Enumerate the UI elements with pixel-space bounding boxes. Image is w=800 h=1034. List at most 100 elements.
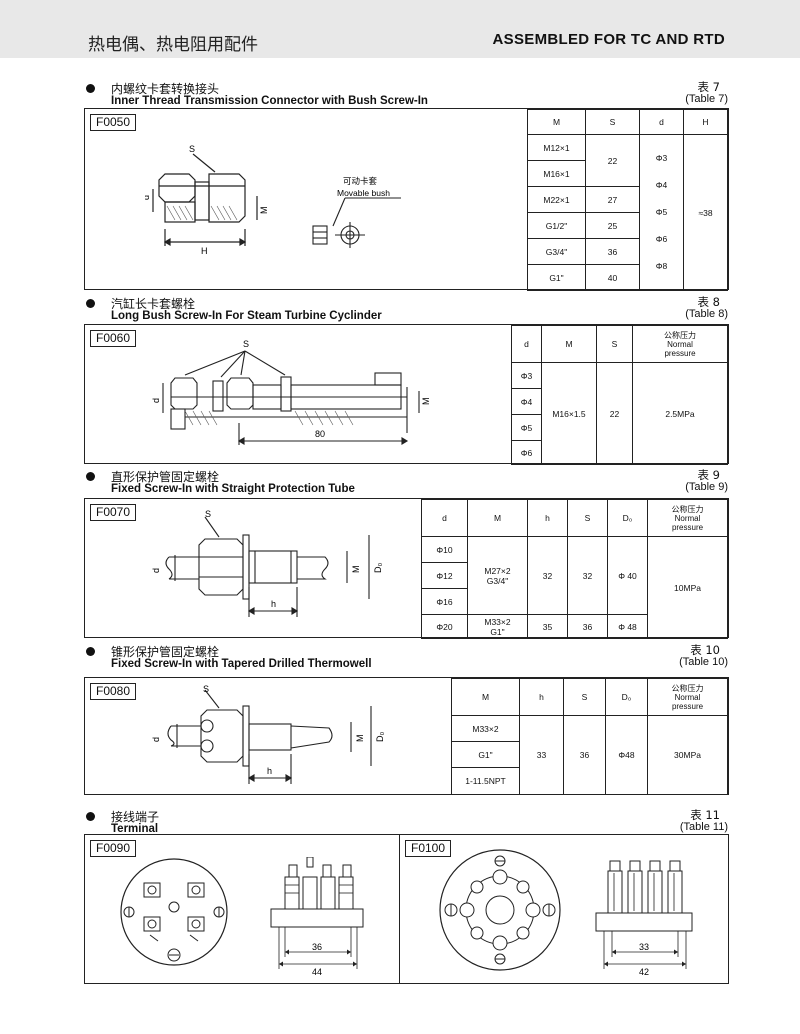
section-en-title: Fixed Screw-In with Straight Protection …: [111, 483, 355, 495]
dim-label-s: S: [203, 684, 209, 694]
straight-tube-drawing: S d M D₀ h: [151, 509, 383, 617]
spec-table-10: M h S D₀ 公称压力 Normal pressure M33×2 33 3…: [451, 678, 728, 795]
product-code: F0080: [90, 683, 137, 700]
table-cell: 30MPa: [647, 715, 728, 795]
spec-table-7: M S d H M12×1 22 Φ3 Φ4 Φ5 Φ6 Φ8 ≈38 M16×…: [527, 109, 728, 291]
table-cell: G1": [527, 264, 586, 291]
table-cell: 36: [585, 238, 640, 265]
table-number-en: (Table 10): [679, 656, 728, 668]
col-header: D₀: [605, 678, 648, 716]
header-en-title: ASSEMBLED FOR TC AND RTD: [492, 31, 725, 48]
col-header-pressure: 公称压力 Normal pressure: [647, 678, 728, 716]
table-cell: 36: [563, 715, 606, 795]
movable-bush-en: Movable bush: [337, 188, 390, 198]
dim-label-m: M: [355, 735, 365, 743]
table-cell: 1-11.5NPT: [451, 767, 520, 795]
table-cell: Φ 48: [607, 614, 648, 639]
section-cn-title: 内螺纹卡套转换接头: [111, 82, 220, 96]
col-header: h: [527, 499, 568, 537]
table-cell: 35: [527, 614, 568, 639]
table-cell: M33×2 G1": [467, 614, 528, 639]
col-header: M: [451, 678, 520, 716]
col-header: d: [639, 109, 684, 135]
table-cell: G1": [451, 741, 520, 768]
section-cn-title: 锥形保护管固定螺栓: [111, 645, 220, 659]
product-box-f0060: F0060: [84, 324, 729, 465]
table-cell: G3/4": [527, 238, 586, 265]
table-number-cn: 表 10: [690, 643, 720, 657]
col-header: S: [567, 499, 608, 537]
section-cn-title: 接线端子: [111, 810, 160, 824]
table-number-en: (Table 7): [685, 93, 728, 105]
dim-label-outer: 42: [639, 967, 649, 977]
col-header: h: [519, 678, 564, 716]
table-cell: Φ10: [421, 536, 468, 563]
connector-drawing: S d M H 可动卡套 Movable bush: [145, 144, 401, 256]
table-number-en: (Table 8): [685, 308, 728, 320]
product-code-f0090: F0090: [90, 840, 137, 857]
table-number-en: (Table 9): [685, 481, 728, 493]
page-header: 热电偶、热电阻用配件 ASSEMBLED FOR TC AND RTD: [0, 0, 800, 58]
table-cell: Φ4: [511, 388, 542, 415]
terminal-f0100-top-view: [439, 849, 561, 971]
table-cell: 27: [585, 186, 640, 213]
product-code: F0060: [90, 330, 137, 347]
header-cn-title: 热电偶、热电阻用配件: [88, 35, 258, 55]
section-en-title: Fixed Screw-In with Tapered Drilled Ther…: [111, 658, 372, 670]
product-box-f0050: F0050 S d M H: [84, 108, 729, 291]
table-cell: G1/2": [527, 212, 586, 239]
section-en-title: Terminal: [111, 823, 159, 835]
col-header-pressure: 公称压力 Normal pressure: [647, 499, 728, 537]
table-cell: M16×1: [527, 160, 586, 187]
col-header: M: [467, 499, 528, 537]
movable-bush-cn: 可动卡套: [343, 176, 378, 187]
dim-label-inner: 36: [312, 942, 322, 952]
section-cn-title: 汽缸长卡套螺栓: [111, 297, 196, 311]
table-cell: 2.5MPa: [632, 362, 728, 465]
bullet-icon: [86, 812, 95, 821]
col-header: S: [563, 678, 606, 716]
table-cell: M33×2: [451, 715, 520, 742]
table-cell: 22: [585, 134, 640, 187]
table-cell: Φ12: [421, 562, 468, 589]
table-cell: 25: [585, 212, 640, 239]
section-en-title: Long Bush Screw-In For Steam Turbine Cyc…: [111, 310, 382, 322]
table-cell: 22: [596, 362, 633, 465]
dim-label-m: M: [259, 207, 269, 215]
col-header: d: [511, 325, 542, 363]
col-header: S: [585, 109, 640, 135]
table-cell: 32: [527, 536, 568, 615]
col-header: M: [527, 109, 586, 135]
dim-label-d: d: [151, 737, 161, 742]
col-header: S: [596, 325, 633, 363]
table-cell: M22×1: [527, 186, 586, 213]
table-cell: Φ6: [511, 440, 542, 465]
table-cell: M12×1: [527, 134, 586, 161]
spec-table-9: d M h S D₀ 公称压力 Normal pressure Φ10 M27×…: [421, 499, 728, 639]
table-number-cn: 表 7: [697, 80, 720, 94]
table-cell: 33: [519, 715, 564, 795]
dim-label-d0: D₀: [373, 563, 383, 573]
product-box-f0070: F0070 S d M D₀ h d M: [84, 498, 729, 639]
table-cell: Φ3 Φ4 Φ5 Φ6 Φ8: [639, 134, 684, 291]
section-en-title: Inner Thread Transmission Connector with…: [111, 95, 428, 107]
dim-label-d0: D₀: [375, 732, 385, 742]
dim-label-m: M: [421, 398, 431, 406]
dim-label-s: S: [189, 144, 195, 154]
col-header: H: [683, 109, 728, 135]
product-code: F0070: [90, 504, 137, 521]
product-code-f0100: F0100: [405, 840, 452, 857]
table-number-cn: 表 11: [690, 808, 720, 822]
spec-table-8: d M S 公称压力 Normal pressure Φ3 M16×1.5 22…: [511, 325, 728, 465]
table-cell: Φ3: [511, 362, 542, 389]
tapered-thermowell-drawing: S d M D₀ h: [151, 684, 385, 784]
dim-label-d: d: [151, 398, 161, 403]
dim-label-length: 80: [315, 429, 325, 439]
col-header: d: [421, 499, 468, 537]
dim-label-m: M: [351, 566, 361, 574]
dim-label-d: d: [151, 568, 161, 573]
product-box-f0080: F0080 S d M D₀ h M h S: [84, 677, 729, 795]
col-header: M: [541, 325, 597, 363]
table-number-en: (Table 11): [679, 821, 728, 833]
table-cell: M16×1.5: [541, 362, 597, 465]
